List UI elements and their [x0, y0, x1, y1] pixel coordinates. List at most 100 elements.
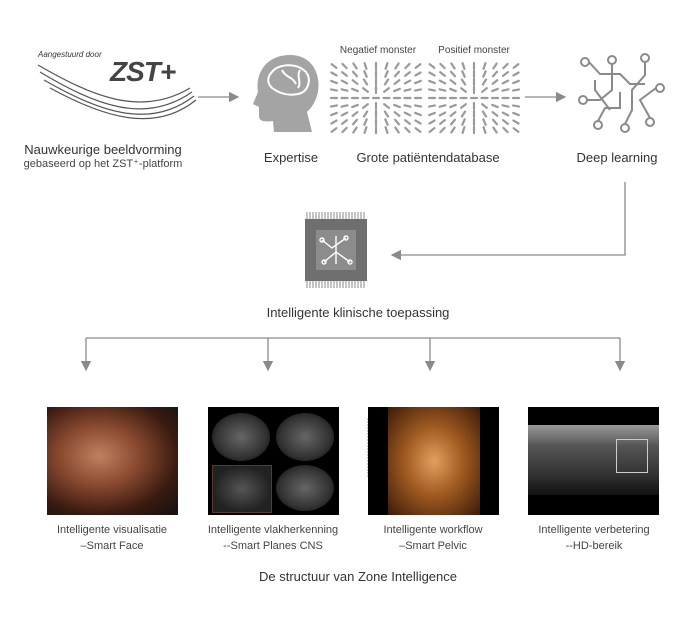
pattern-dash	[403, 79, 412, 85]
pattern-dash	[363, 126, 368, 134]
pattern-dash	[404, 126, 411, 134]
pattern-dash	[449, 103, 457, 109]
pattern-dash	[351, 118, 359, 126]
pattern-dash	[330, 63, 338, 69]
pattern-dash	[481, 78, 488, 86]
pattern-dash	[511, 88, 521, 92]
pattern-dash	[481, 110, 488, 118]
pattern-dash	[393, 70, 401, 78]
pattern-dash	[501, 79, 510, 85]
pattern-dash	[502, 71, 509, 77]
pattern-dash	[449, 70, 457, 78]
pattern-dash	[512, 63, 520, 69]
pattern-dash	[428, 127, 436, 133]
pattern-dash	[439, 119, 446, 125]
pattern-dash	[403, 88, 412, 92]
expertise-label: Expertise	[263, 150, 319, 165]
pattern-dash	[414, 111, 422, 117]
pattern-dash	[394, 126, 400, 134]
app-1-line2: –Smart Face	[80, 540, 144, 552]
pattern-dash	[491, 87, 499, 93]
pattern-dash	[404, 71, 411, 77]
pattern-dash	[461, 118, 466, 126]
pattern-dash	[329, 104, 339, 108]
pattern-dash	[461, 70, 466, 78]
pattern-dash	[438, 79, 447, 85]
pattern-dash	[512, 79, 520, 85]
pattern-dash	[330, 127, 338, 133]
pattern-dash	[511, 104, 521, 108]
pattern-dash	[482, 70, 487, 78]
pattern-dash	[460, 87, 467, 93]
pattern-dash	[512, 127, 520, 133]
pattern-dash	[352, 126, 358, 134]
pattern-dash	[450, 126, 456, 134]
pattern-dash	[341, 71, 348, 77]
pattern-dash	[482, 62, 487, 70]
pattern-dash	[492, 62, 498, 70]
pattern-dash	[362, 103, 369, 109]
pattern-dash	[414, 127, 422, 133]
pattern-dash	[482, 126, 487, 134]
pattern-dash	[329, 88, 339, 92]
pattern-dash	[461, 126, 466, 134]
pattern-dash	[438, 111, 447, 117]
pattern-dash	[330, 71, 338, 77]
pattern-dash	[384, 62, 389, 70]
pattern-dash	[460, 78, 467, 86]
pattern-dash	[481, 103, 488, 109]
pattern-dash	[428, 63, 436, 69]
pattern-dash	[413, 88, 423, 92]
pattern-dash	[428, 111, 436, 117]
pattern-dash	[351, 111, 359, 117]
pattern-dash	[330, 119, 338, 125]
pattern-dash	[393, 79, 401, 85]
pattern-dash	[351, 79, 359, 85]
pattern-dash	[491, 118, 499, 126]
hd-range-image	[528, 407, 659, 515]
smart-pelvic-image	[368, 407, 499, 515]
pattern-dash	[340, 104, 349, 108]
pattern-dash	[341, 126, 348, 134]
positive-sample-label: Positief monster	[438, 45, 510, 56]
pattern-dash	[482, 118, 487, 126]
pattern-dash	[340, 88, 349, 92]
pattern-dash	[330, 79, 338, 85]
pattern-dash	[512, 111, 520, 117]
pattern-dash	[340, 79, 349, 85]
imaging-title: Nauwkeurige beeldvorming	[24, 142, 182, 157]
pattern-dash	[439, 71, 446, 77]
ai-chip-icon	[298, 212, 374, 477]
pattern-dash	[449, 111, 457, 117]
pattern-dash	[383, 78, 390, 86]
pattern-dash	[351, 70, 359, 78]
pattern-dash	[491, 70, 499, 78]
pattern-dash	[404, 62, 411, 70]
deep-learning-label: Deep learning	[576, 150, 658, 165]
pattern-dash	[362, 78, 369, 86]
pattern-dash	[340, 111, 349, 117]
pattern-dash	[403, 111, 412, 117]
positive-sample-pattern	[427, 61, 521, 135]
pattern-dash	[413, 104, 423, 108]
app-2-line1: Intelligente vlakherkenning	[207, 524, 339, 536]
pattern-dash	[351, 103, 359, 109]
pattern-dash	[384, 70, 389, 78]
smart-face-image	[47, 407, 178, 515]
pattern-dash	[363, 70, 368, 78]
pattern-dash	[512, 71, 520, 77]
pattern-dash	[460, 103, 467, 109]
pattern-dash	[363, 62, 368, 70]
pattern-dash	[427, 88, 437, 92]
pattern-dash	[481, 87, 488, 93]
pattern-dash	[393, 103, 401, 109]
pattern-dash	[428, 71, 436, 77]
pattern-dash	[351, 87, 359, 93]
zst-logo-swoosh	[37, 64, 197, 120]
pattern-dash	[491, 103, 499, 109]
pattern-dash	[502, 119, 509, 125]
pattern-dash	[383, 103, 390, 109]
pattern-dash	[383, 87, 390, 93]
pattern-dash	[492, 126, 498, 134]
